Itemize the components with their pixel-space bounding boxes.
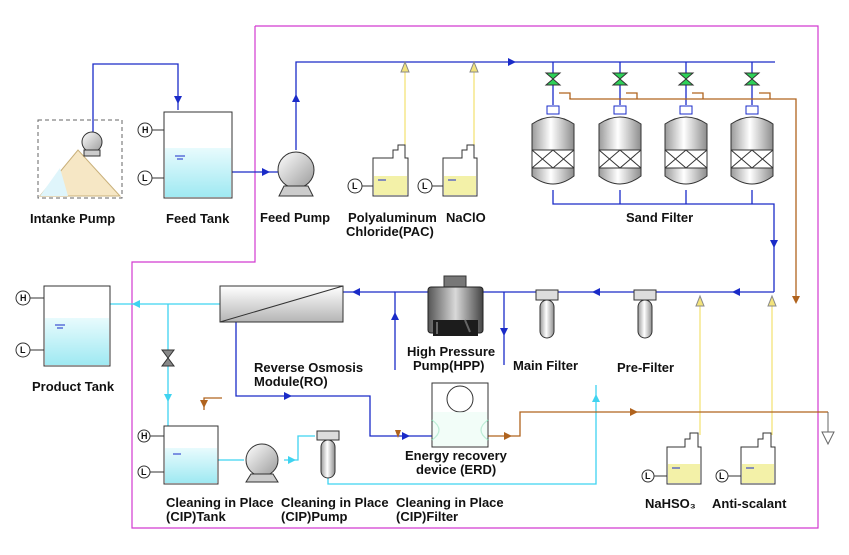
product-tank — [15, 285, 111, 367]
cip-filter-label-line2: (CIP)Filter — [396, 509, 458, 524]
nahso3-dosing-tank — [641, 294, 705, 485]
intake-pump — [37, 119, 123, 199]
naclo-label: NaClO — [446, 210, 486, 225]
naclo-low-switch: L — [422, 181, 428, 191]
cip-pump-label-line2: (CIP)Pump — [281, 509, 348, 524]
product-tank-low-switch: L — [20, 345, 26, 355]
pre-filter — [633, 289, 657, 339]
naclo-dosing-tank — [417, 60, 479, 197]
cip-tank-high-switch: H — [141, 431, 148, 441]
erd-label-line2: device (ERD) — [416, 462, 496, 477]
hpp-label-line1: High Pressure — [407, 344, 495, 359]
sand-filter-bank — [531, 72, 774, 185]
ro-label-line2: Module(RO) — [254, 374, 328, 389]
sand-filter-label: Sand Filter — [626, 210, 693, 225]
sand-filter-unit — [730, 72, 774, 185]
ro-label-line1: Reverse Osmosis — [254, 360, 363, 375]
cip-tank-low-switch: L — [141, 467, 147, 477]
flow-arrows — [132, 58, 800, 464]
cip-pump-label-line1: Cleaning in Place — [281, 495, 389, 510]
antiscalant-dosing-tank — [715, 294, 777, 485]
feed-tank-low-switch: L — [142, 173, 148, 183]
cip-filter-label-line1: Cleaning in Place — [396, 495, 504, 510]
erd-label-line1: Energy recovery — [405, 448, 508, 463]
cip-filter — [316, 430, 340, 479]
hpp-label-line2: Pump(HPP) — [413, 358, 485, 373]
pac-low-switch: L — [352, 181, 358, 191]
sand-filter-unit — [598, 72, 642, 185]
system-boundary — [131, 25, 819, 529]
dosing-pipes — [404, 66, 773, 435]
energy-recovery-device — [431, 382, 489, 448]
cip-tank — [137, 425, 219, 485]
pac-dosing-tank — [347, 60, 410, 197]
ro-module — [219, 285, 344, 323]
feed-tank — [137, 111, 233, 199]
pac-label-line2: Chloride(PAC) — [346, 224, 434, 239]
high-pressure-pump — [427, 275, 484, 336]
product-tank-high-switch: H — [20, 293, 27, 303]
cip-tank-label-line1: Cleaning in Place — [166, 495, 274, 510]
feed-pump-label: Feed Pump — [260, 210, 330, 225]
feed-tank-high-switch: H — [142, 125, 149, 135]
sand-filter-unit — [531, 72, 575, 185]
nahso3-label: NaHSO₃ — [645, 496, 696, 511]
drain-outlet — [818, 411, 835, 446]
feed-tank-label: Feed Tank — [166, 211, 230, 226]
cip-tank-label-line2: (CIP)Tank — [166, 509, 226, 524]
pre-filter-label: Pre-Filter — [617, 360, 674, 375]
product-tank-label: Product Tank — [32, 379, 115, 394]
antiscalant-label: Anti-scalant — [712, 496, 787, 511]
cip-pump — [245, 443, 279, 483]
intake-pump-label: Intanke Pump — [30, 211, 115, 226]
feed-pump — [277, 151, 315, 197]
main-filter-label: Main Filter — [513, 358, 578, 373]
antiscalant-low-switch: L — [719, 471, 725, 481]
product-line-valve — [161, 349, 175, 367]
main-filter — [535, 289, 559, 339]
nahso3-low-switch: L — [645, 471, 651, 481]
sand-filter-unit — [664, 72, 708, 185]
pac-label-line1: Polyaluminum — [348, 210, 437, 225]
